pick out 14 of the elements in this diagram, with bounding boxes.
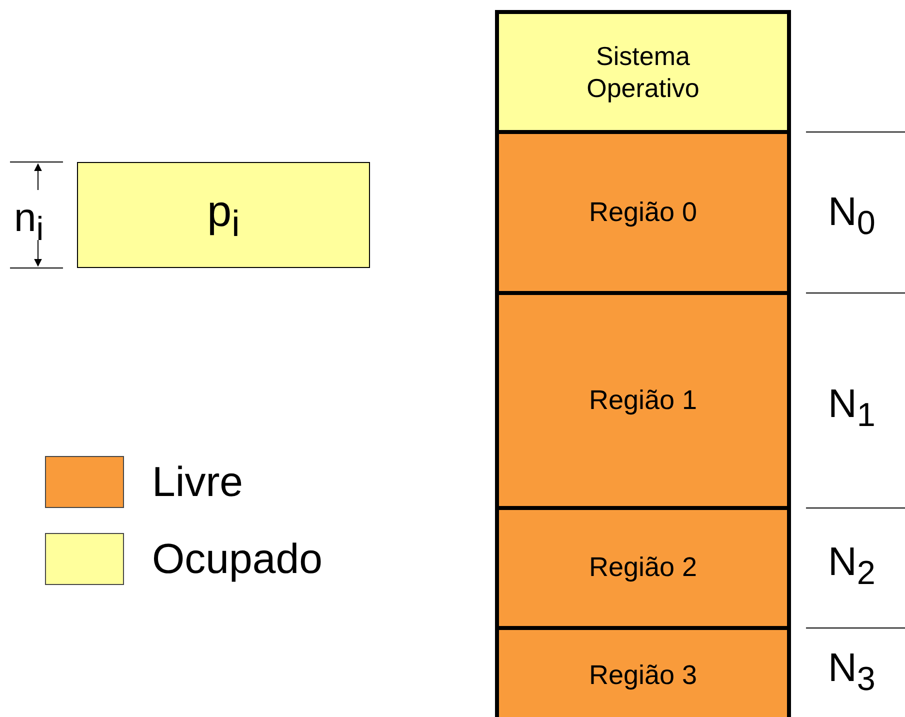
block-label: Região 0 bbox=[588, 196, 698, 229]
size-label: N$_{3}$ bbox=[828, 646, 876, 699]
size-label: N$_{0}$ bbox=[828, 190, 876, 243]
size-label: N$_{2}$ bbox=[828, 540, 876, 593]
legend-label: Livre bbox=[152, 458, 244, 506]
process-block bbox=[77, 162, 370, 268]
block-label: Sistema Operativo bbox=[586, 40, 700, 104]
block-label: p$_{i}$ bbox=[207, 186, 240, 246]
block-label: Região 2 bbox=[588, 551, 698, 584]
size-label: N$_{1}$ bbox=[828, 382, 876, 435]
block-label: Região 3 bbox=[588, 659, 698, 692]
legend-label: Ocupado bbox=[152, 535, 322, 583]
block-label: Região 1 bbox=[588, 384, 698, 417]
dimension-label: n$_{i}$ bbox=[14, 196, 44, 249]
